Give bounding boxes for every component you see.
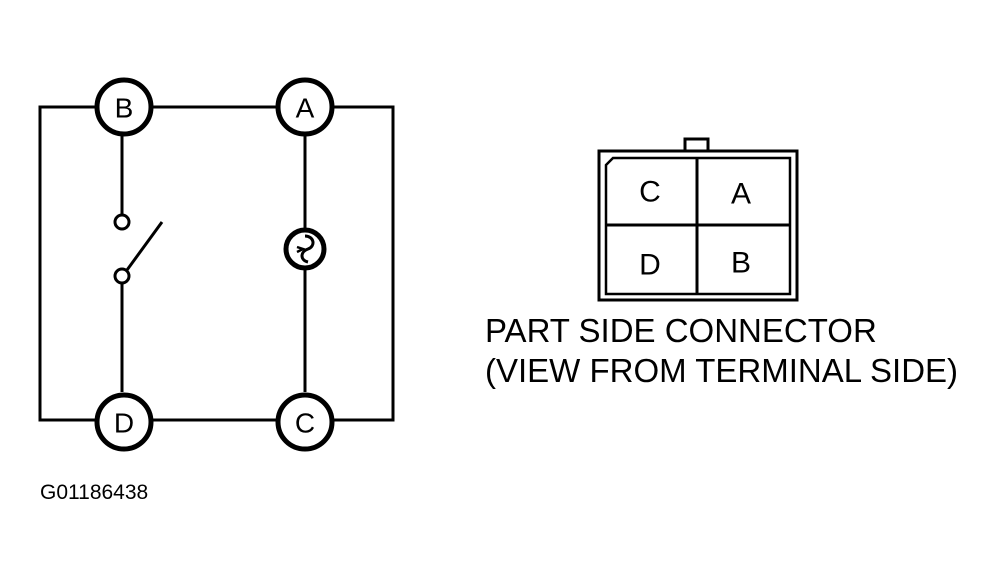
lamp-filament-loop	[296, 245, 307, 254]
connector-caption-line2: (VIEW FROM TERMINAL SIDE)	[485, 352, 959, 389]
connector-inner-frame	[604, 156, 792, 296]
wire-outer-left	[38, 105, 98, 422]
terminal-c-label: C	[295, 408, 315, 439]
switch-contact-top	[113, 213, 131, 231]
figure-id: G01186438	[40, 481, 149, 504]
connector-cell-bottom-right: B	[731, 247, 751, 280]
terminal-b-label: B	[115, 93, 134, 124]
terminal-a-label: A	[296, 93, 315, 124]
connector-cell-top-right: A	[731, 178, 751, 211]
terminal-d-label: D	[114, 408, 134, 439]
terminal-b: B	[94, 77, 154, 137]
switch-symbol	[113, 213, 164, 285]
lamp-symbol	[283, 227, 327, 271]
lamp-filament	[300, 234, 315, 264]
connector-face: C A D B	[597, 137, 799, 302]
wire-outer-right	[330, 105, 395, 422]
switch-lever	[125, 221, 164, 271]
connector-caption-line1: PART SIDE CONNECTOR	[485, 312, 877, 349]
switch-contact-bottom	[113, 267, 131, 285]
terminal-d: D	[94, 392, 154, 452]
connector-cell-bottom-left: D	[639, 249, 661, 282]
connector-cell-top-left: C	[639, 176, 661, 209]
terminal-a: A	[275, 77, 335, 137]
terminal-c: C	[275, 392, 335, 452]
schematic-wires	[38, 105, 395, 422]
